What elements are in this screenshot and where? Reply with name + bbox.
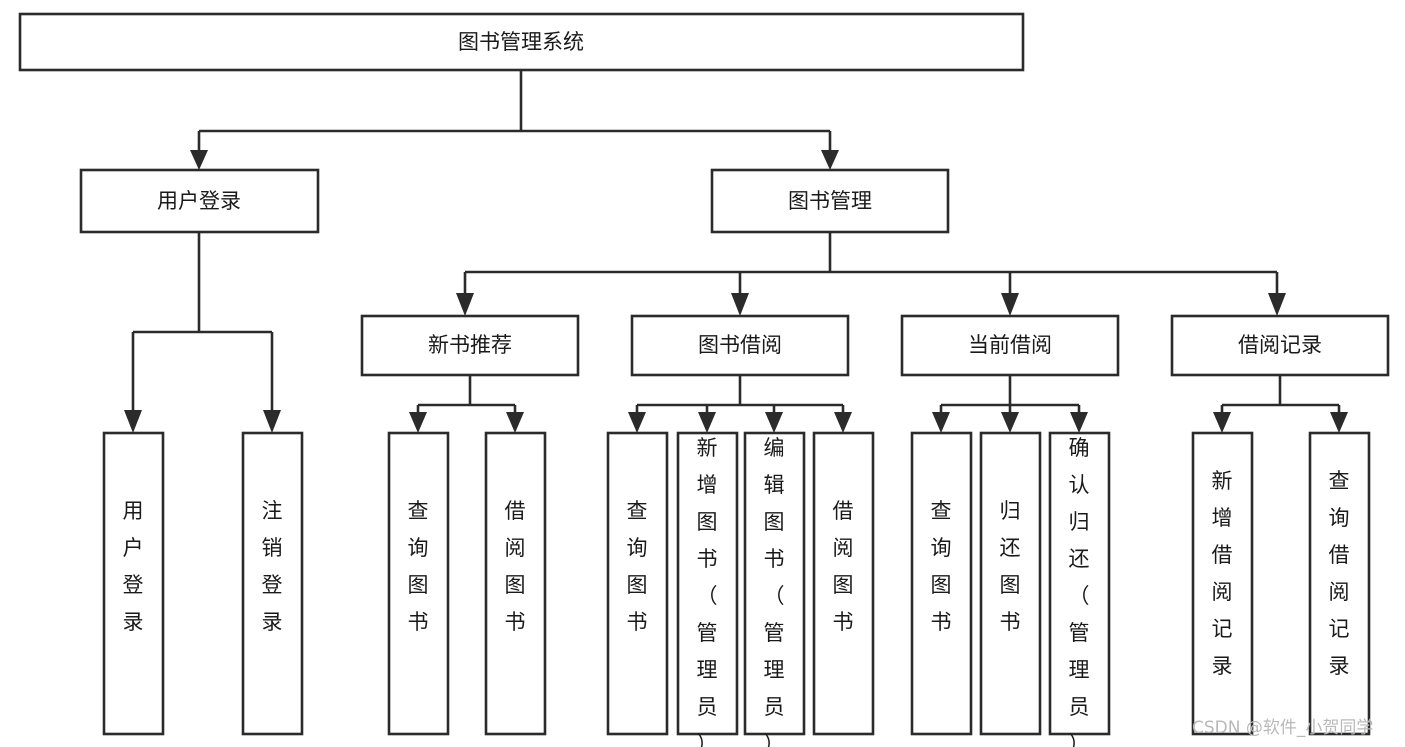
node-user-login[interactable]: 用户登录 [79,168,320,234]
node-leaf-logout-box[interactable] [241,431,304,736]
node-leaf-add-record[interactable]: 新增借阅记录 [1191,431,1254,736]
node-user-login-box[interactable] [79,168,320,234]
arrowhead-current-borrow [1001,293,1019,316]
arrowhead-user-login [190,150,208,170]
node-leaf-add-book-box[interactable] [676,431,739,736]
node-current-borrow[interactable]: 当前借阅 [900,314,1120,377]
node-leaf-confirm-return[interactable]: 确认归还（管理员） [1048,431,1111,747]
node-new-book-rec-box[interactable] [360,314,580,377]
node-leaf-query-book-3[interactable]: 查询图书 [910,431,973,736]
csdn-watermark: CSDN @软件_小贺同学 [1192,718,1373,738]
node-leaf-query-book-3-label: 查询图书 [931,499,952,634]
arrowhead-borrow-record [1268,293,1286,316]
node-leaf-query-book-2[interactable]: 查询图书 [606,431,669,736]
arrowhead-leaf-logout [263,410,281,433]
node-leaf-borrow-book-1-box[interactable] [484,431,547,736]
arrowhead-leaf-edit-book [765,412,783,433]
node-leaf-borrow-book-2-label: 借阅图书 [833,499,854,634]
arrowhead-leaf-query-record [1330,412,1348,433]
arrowhead-new-book-rec [456,293,474,316]
arrowhead-leaf-borrow-book-2 [834,412,852,433]
node-leaf-query-record-box[interactable] [1308,431,1371,736]
arrowhead-leaf-query-book-2 [628,412,646,433]
node-new-book-rec[interactable]: 新书推荐 [360,314,580,377]
arrowhead-leaf-user-login [124,410,142,433]
arrowhead-leaf-return-book [1001,412,1019,433]
node-leaf-return-book-box[interactable] [979,431,1042,736]
node-book-manage[interactable]: 图书管理 [710,168,950,234]
node-leaf-query-book-2-box[interactable] [606,431,669,736]
node-book-manage-label: 图书管理 [788,189,872,213]
node-leaf-query-book-1[interactable]: 查询图书 [387,431,450,736]
node-leaf-add-record-box[interactable] [1191,431,1254,736]
node-root-box[interactable] [18,12,1025,72]
arrowhead-book-manage [821,150,839,170]
node-leaf-query-book-1-label: 查询图书 [408,499,429,634]
node-leaf-return-book-label: 归还图书 [1000,499,1021,634]
node-leaf-user-login-label: 用户登录 [123,499,144,634]
node-leaf-add-book[interactable]: 新增图书（管理员） [676,431,739,747]
node-leaf-add-book-label: 新增图书（管理员） [697,436,718,747]
node-borrow-record-box[interactable] [1170,314,1390,377]
arrowhead-leaf-add-book [698,412,716,433]
node-leaf-confirm-return-box[interactable] [1048,431,1111,736]
node-leaf-return-book[interactable]: 归还图书 [979,431,1042,736]
node-leaf-borrow-book-1[interactable]: 借阅图书 [484,431,547,736]
node-borrow-record-label: 借阅记录 [1238,333,1322,357]
node-leaf-user-login[interactable]: 用户登录 [102,431,165,736]
node-leaf-query-record[interactable]: 查询借阅记录 [1308,431,1371,736]
node-book-borrow-box[interactable] [630,314,850,377]
node-book-borrow-label: 图书借阅 [698,333,782,357]
connector-layer [124,70,1348,433]
node-leaf-logout[interactable]: 注销登录 [241,431,304,736]
node-user-login-label: 用户登录 [157,189,241,213]
node-leaf-edit-book-box[interactable] [743,431,806,736]
node-leaf-query-record-label: 查询借阅记录 [1329,469,1350,678]
node-leaf-query-book-2-label: 查询图书 [627,499,648,634]
node-leaf-borrow-book-2[interactable]: 借阅图书 [812,431,875,736]
node-leaf-query-book-3-box[interactable] [910,431,973,736]
node-current-borrow-label: 当前借阅 [968,333,1052,357]
node-leaf-edit-book-label: 编辑图书（管理员） [764,436,785,747]
arrowhead-leaf-confirm-return [1070,412,1088,433]
arrowhead-leaf-query-book-3 [932,412,950,433]
node-leaf-add-record-label: 新增借阅记录 [1212,469,1233,678]
arrowhead-book-borrow [731,293,749,316]
node-new-book-rec-label: 新书推荐 [428,333,512,357]
arrowhead-leaf-query-book-1 [409,412,427,433]
node-root[interactable]: 图书管理系统 [18,12,1025,72]
node-leaf-borrow-book-1-label: 借阅图书 [505,499,526,634]
arrowhead-leaf-borrow-book-1 [506,412,524,433]
node-leaf-logout-label: 注销登录 [262,499,283,634]
node-leaf-edit-book[interactable]: 编辑图书（管理员） [743,431,806,747]
node-current-borrow-box[interactable] [900,314,1120,377]
node-book-manage-box[interactable] [710,168,950,234]
node-borrow-record[interactable]: 借阅记录 [1170,314,1390,377]
node-root-label: 图书管理系统 [458,30,584,54]
node-leaf-confirm-return-label: 确认归还（管理员） [1069,436,1090,747]
arrowhead-leaf-add-record [1213,412,1231,433]
node-leaf-borrow-book-2-box[interactable] [812,431,875,736]
node-leaf-user-login-box[interactable] [102,431,165,736]
node-book-borrow[interactable]: 图书借阅 [630,314,850,377]
node-leaf-query-book-1-box[interactable] [387,431,450,736]
